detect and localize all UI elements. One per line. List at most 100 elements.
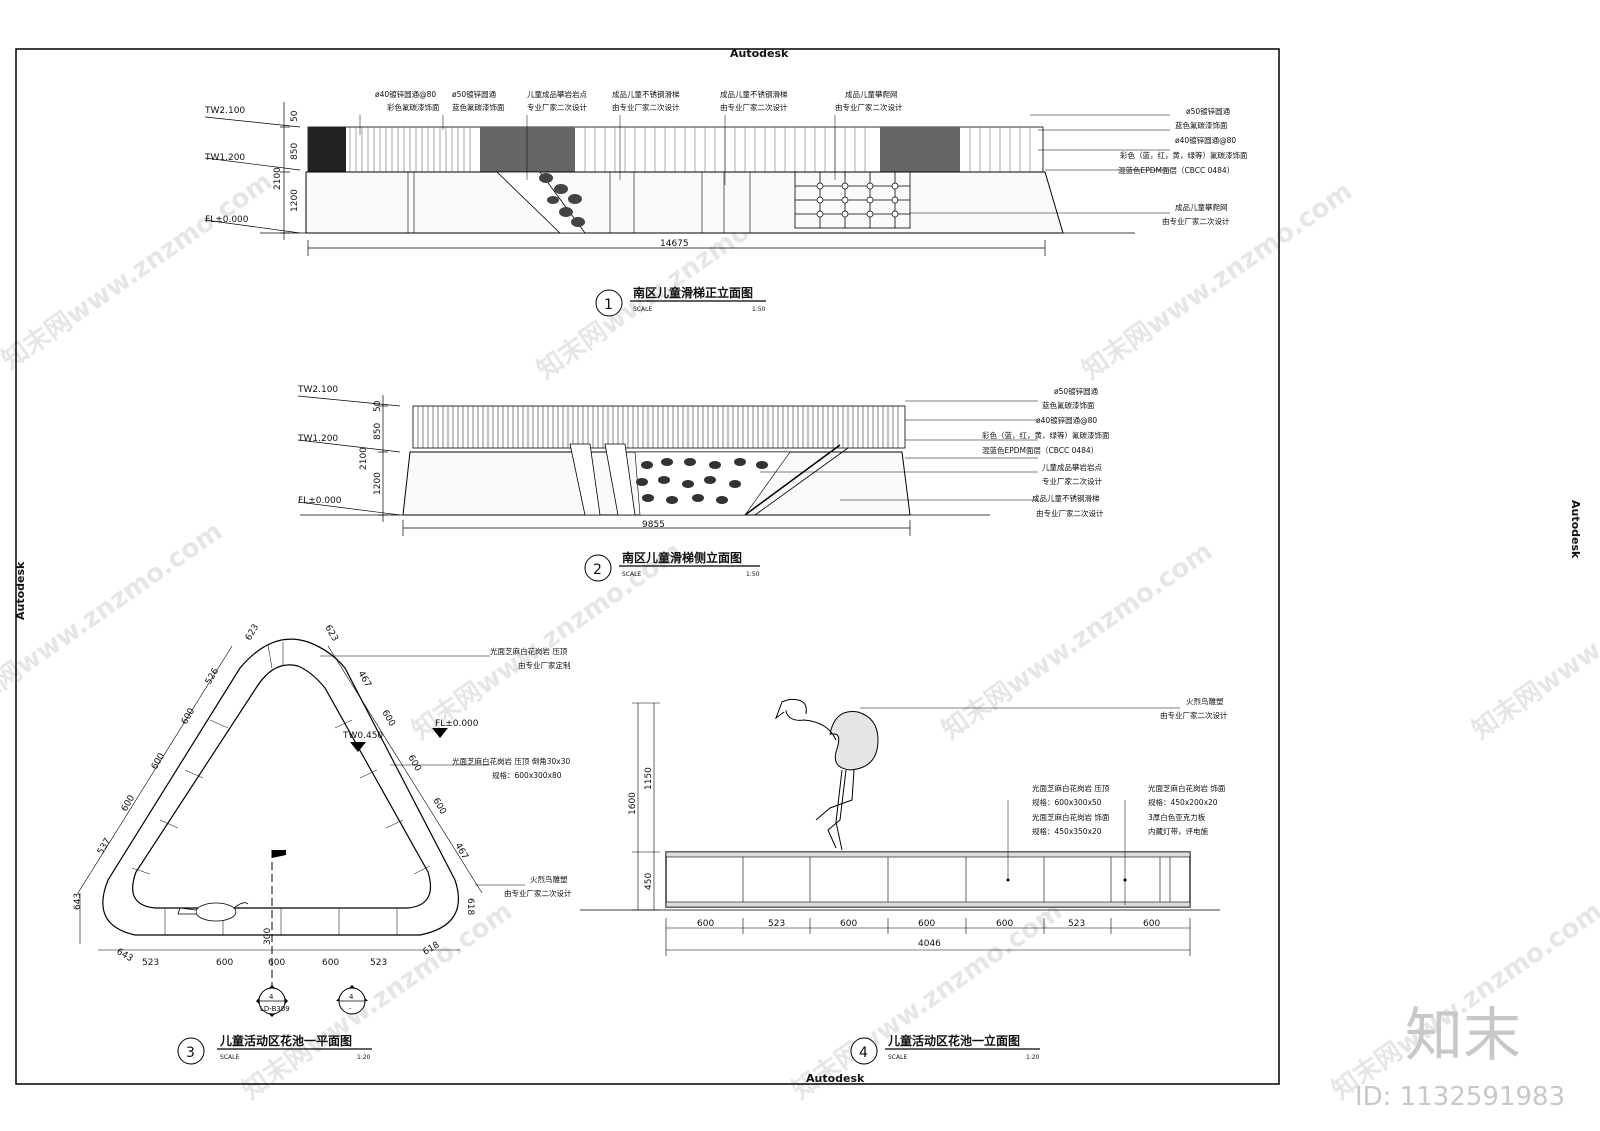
dim-50-1: 50 <box>290 110 300 122</box>
drawing-number-4: 4 <box>859 1045 868 1061</box>
level-fl-3: FL±0.000 <box>435 719 479 729</box>
dim-1600: 1600 <box>628 792 638 815</box>
elevation-4: 1150 1600 450 600 523 600 600 600 523 60… <box>580 696 1228 1065</box>
watermark-logo: 知末 <box>1405 1001 1521 1069</box>
note-p3-5: 由专业厂家二次设计 <box>504 888 572 898</box>
scale-label-2: SCALE <box>622 571 641 578</box>
dim-right-5: 467 <box>452 842 469 862</box>
note-e4-b0: 光面芝麻白花岗岩 压顶 <box>1032 783 1110 793</box>
drawing-number-1: 1 <box>604 297 613 313</box>
marker-a-bottom: LD-B309 <box>260 1005 290 1013</box>
plan-3: 300 623 526 600 600 600 537 643 623 467 … <box>73 623 572 1065</box>
dim-2100-2: 2100 <box>359 447 369 470</box>
watermark-text: 知末网www.znzmo.com <box>1467 536 1600 745</box>
note-e1-2a: ø50镀锌圆通 <box>452 89 497 99</box>
dim-1200-1: 1200 <box>290 189 300 212</box>
watermark-text: 知末网www.znzmo.com <box>0 516 228 725</box>
autodesk-right: Autodesk <box>1569 500 1582 559</box>
dim-bottom-4: 600 <box>322 958 339 968</box>
dim-left-6: 643 <box>73 893 83 910</box>
dim-1200-2: 1200 <box>373 472 383 495</box>
flamingo-sculpture-icon <box>774 698 879 851</box>
note-e1-1a: ø40镀锌圆通@80 <box>375 89 436 99</box>
scale-2: 1:50 <box>746 571 760 578</box>
note-e4-a0: 火烈鸟雕塑 <box>1186 696 1224 706</box>
dim-850-2: 850 <box>373 423 383 440</box>
section-marker-b: 4 - <box>336 985 368 1015</box>
marker-b-top: 4 <box>349 993 354 1001</box>
dim-right-0: 623 <box>322 624 339 644</box>
note-e4-c3: 内藏灯带，评电施 <box>1148 826 1208 836</box>
autodesk-bottom: Autodesk <box>806 1072 865 1085</box>
note-e1-r2: ø40镀锌圆通@80 <box>1175 135 1236 145</box>
dim-left-1: 526 <box>204 666 221 686</box>
dim-14675: 14675 <box>660 239 689 249</box>
scale-label-1: SCALE <box>633 306 652 313</box>
drawing-title-3: 儿童活动区花池一平面图 <box>219 1033 352 1048</box>
scale-1: 1:50 <box>752 306 766 313</box>
scale-3: 1:20 <box>357 1054 371 1061</box>
dim-1150: 1150 <box>644 767 654 790</box>
note-e2-1: 蓝色氟碳漆饰面 <box>1042 400 1095 410</box>
dim-bottom-3: 600 <box>268 958 285 968</box>
note-e4-b1: 规格：600x300x50 <box>1032 797 1102 807</box>
dim-left-0: 623 <box>244 623 261 643</box>
note-p3-4: 火烈鸟雕塑 <box>530 874 568 884</box>
marker-b-bottom: - <box>349 1005 352 1013</box>
note-e1-6a: 成品儿童攀爬网 <box>845 89 898 99</box>
dim-e4-0: 600 <box>697 919 714 929</box>
dim-50-2: 50 <box>373 400 383 412</box>
drawing-title-2: 南区儿童滑梯侧立面图 <box>622 550 742 565</box>
dim-850-1: 850 <box>290 143 300 160</box>
dim-e4-2: 600 <box>840 919 857 929</box>
dim-left-2: 600 <box>180 706 197 726</box>
dim-300: 300 <box>263 928 273 945</box>
note-e2-0: ø50镀锌圆通 <box>1054 386 1099 396</box>
drawing-number-2: 2 <box>593 562 602 578</box>
note-e2-5: 儿童成品攀岩岩点 <box>1042 462 1102 472</box>
dim-4046: 4046 <box>918 939 941 949</box>
note-e4-c0: 光面芝麻白花岗岩 饰面 <box>1148 783 1226 793</box>
note-e2-4: 混蓝色EPDM面层（CBCC 0484） <box>982 445 1098 455</box>
note-e1-6b: 由专业厂家二次设计 <box>835 102 903 112</box>
dim-bottom-1: 523 <box>142 958 159 968</box>
note-e4-c2: 3厚白色亚克力板 <box>1148 812 1206 822</box>
note-e2-6: 专业厂家二次设计 <box>1042 476 1102 486</box>
scale-label-4: SCALE <box>888 1054 907 1061</box>
note-e4-c1: 规格：450x200x20 <box>1148 797 1218 807</box>
dim-right-1: 467 <box>355 670 372 690</box>
note-e1-3b: 专业厂家二次设计 <box>527 102 587 112</box>
dim-left-4: 600 <box>120 793 137 813</box>
watermark-text: 知末网www.znzmo.com <box>0 166 278 375</box>
dim-right-2: 600 <box>379 709 396 729</box>
dim-e4-1: 523 <box>768 919 785 929</box>
dim-e4-5: 523 <box>1068 919 1085 929</box>
drawing-title-4: 儿童活动区花池一立面图 <box>887 1033 1020 1048</box>
scale-label-3: SCALE <box>220 1054 239 1061</box>
dim-e4-3: 600 <box>918 919 935 929</box>
dim-right-4: 600 <box>430 797 447 817</box>
autodesk-top: Autodesk <box>730 47 789 60</box>
note-e1-r1: 蓝色氟碳漆饰面 <box>1175 120 1228 130</box>
note-e1-1b: 彩色氟碳漆饰面 <box>387 102 440 112</box>
dim-bottom-2: 600 <box>216 958 233 968</box>
note-e4-a1: 由专业厂家二次设计 <box>1160 710 1228 720</box>
watermark-layer: 知末网www.znzmo.com 知末网www.znzmo.com 知末网www… <box>0 166 1600 1105</box>
drawing-title-1: 南区儿童滑梯正立面图 <box>633 285 753 300</box>
watermark-id: ID: 1132591983 <box>1355 1082 1565 1112</box>
note-e1-r0: ø50镀锌圆通 <box>1186 106 1231 116</box>
scale-4: 1:20 <box>1026 1054 1040 1061</box>
note-e1-r4: 混蓝色EPDM面层（CBCC 0484） <box>1118 165 1234 175</box>
note-p3-1: 由专业厂家定制 <box>518 660 571 670</box>
level-tw1200-2: TW1.200 <box>297 434 338 444</box>
dim-450: 450 <box>644 873 654 890</box>
level-fl-1: FL±0.000 <box>205 215 249 225</box>
dim-right-6: 618 <box>465 898 475 915</box>
note-e1-4b: 由专业厂家二次设计 <box>612 102 680 112</box>
level-tw0450: TW0.450 <box>342 731 383 741</box>
level-tw2100-2: TW2.100 <box>297 385 338 395</box>
drawing-number-3: 3 <box>186 1045 195 1061</box>
note-p3-3: 规格：600x300x80 <box>492 770 562 780</box>
note-e4-b3: 规格：450x350x20 <box>1032 826 1102 836</box>
